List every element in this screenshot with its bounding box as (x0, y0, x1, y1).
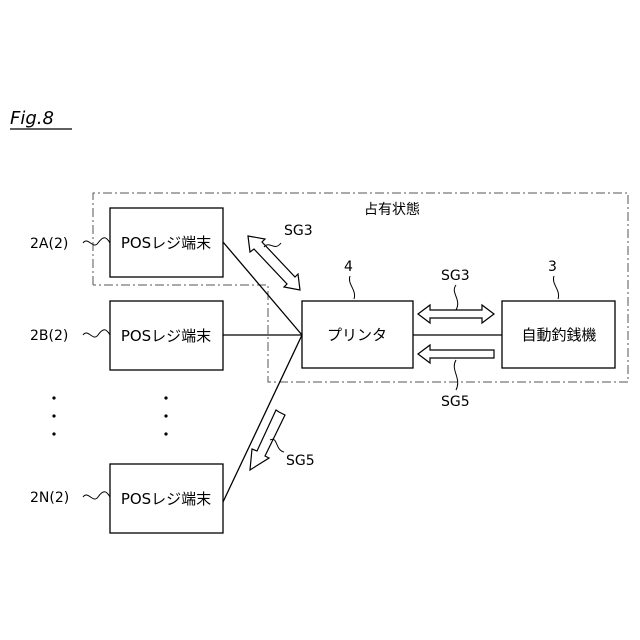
arrow-sg5-terminal (250, 410, 285, 470)
printer-ref-leader (349, 276, 354, 299)
sg5-terminal-label: SG5 (286, 453, 315, 469)
ellipsis-center (164, 396, 167, 435)
bidirectional-arrow-sg3-terminal (248, 236, 300, 290)
bidirectional-arrow-sg3-changer (418, 305, 494, 323)
sg3-terminal-label: SG3 (284, 223, 313, 239)
printer-ref-number: 4 (344, 259, 353, 275)
terminal-2a-leader (83, 238, 110, 245)
change-machine: 自動釣銭機 (502, 301, 615, 368)
sg5-changer-leader (454, 360, 457, 390)
printer: プリンタ (302, 301, 413, 368)
terminal-2b-leader (83, 330, 110, 337)
link-2n-printer (223, 335, 302, 502)
terminal-2b-tag: 2B(2) (30, 328, 68, 344)
occupied-state-label: 占有状態 (364, 202, 420, 218)
terminal-2a-label: POSレジ端末 (121, 234, 211, 252)
terminal-2a: POSレジ端末 (110, 208, 223, 277)
terminal-2b: POSレジ端末 (110, 301, 223, 370)
change-machine-ref-number: 3 (548, 259, 557, 275)
terminal-2n-leader (83, 492, 110, 499)
sg3-changer-label: SG3 (441, 268, 470, 284)
terminal-2n-label: POSレジ端末 (121, 490, 211, 508)
figure-label: Fig.8 (10, 108, 54, 129)
sg3-changer-leader (454, 285, 457, 310)
change-machine-ref-leader (553, 276, 558, 299)
ellipsis-left (52, 396, 55, 435)
change-machine-label: 自動釣銭機 (521, 326, 596, 344)
terminal-2a-tag: 2A(2) (30, 236, 68, 252)
sg5-changer-label: SG5 (441, 394, 470, 410)
terminal-2b-label: POSレジ端末 (121, 327, 211, 345)
printer-label: プリンタ (327, 326, 387, 344)
terminal-2n: POSレジ端末 (110, 464, 223, 533)
terminal-2n-tag: 2N(2) (30, 490, 69, 506)
